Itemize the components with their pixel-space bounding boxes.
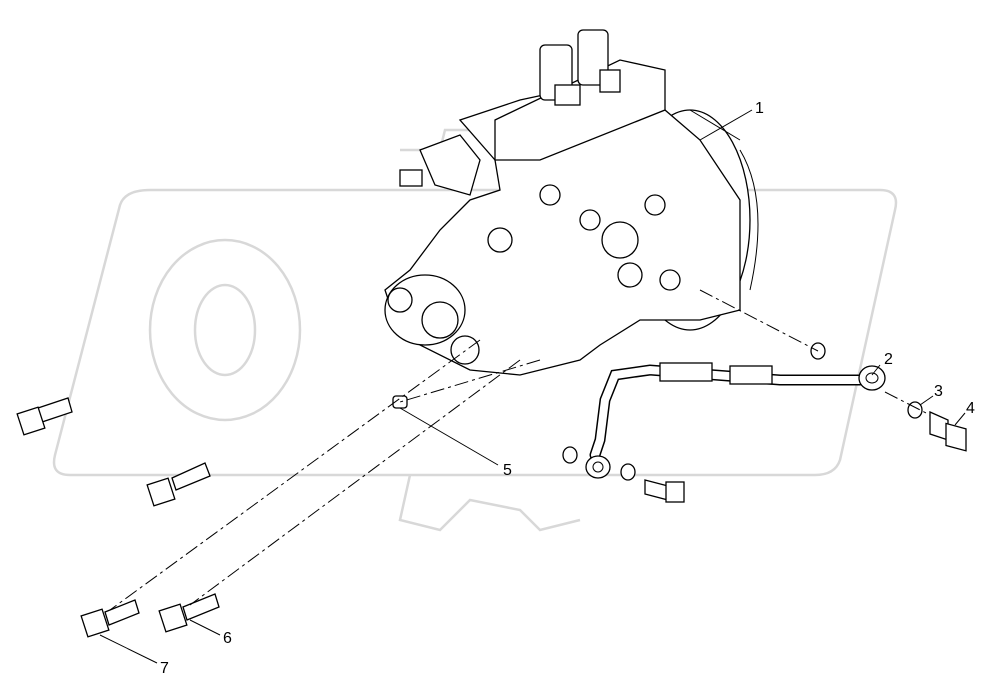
- callout-1: 1: [755, 100, 764, 117]
- leader-lines: [99, 109, 966, 664]
- assembly-center-lines: [109, 289, 931, 611]
- callout-3: 3: [934, 383, 943, 400]
- mounting-bolts[interactable]: [16, 397, 220, 638]
- callout-6: 6: [223, 630, 232, 647]
- sealing-washers[interactable]: [562, 342, 923, 481]
- banjo-bolts[interactable]: [644, 410, 967, 503]
- callout-5: 5: [503, 462, 512, 479]
- high-pressure-pump[interactable]: [384, 29, 759, 376]
- callout-2: 2: [884, 351, 893, 368]
- callout-4: 4: [966, 400, 975, 417]
- callout-7: 7: [160, 660, 169, 677]
- fuel-line-pipe[interactable]: [585, 362, 886, 479]
